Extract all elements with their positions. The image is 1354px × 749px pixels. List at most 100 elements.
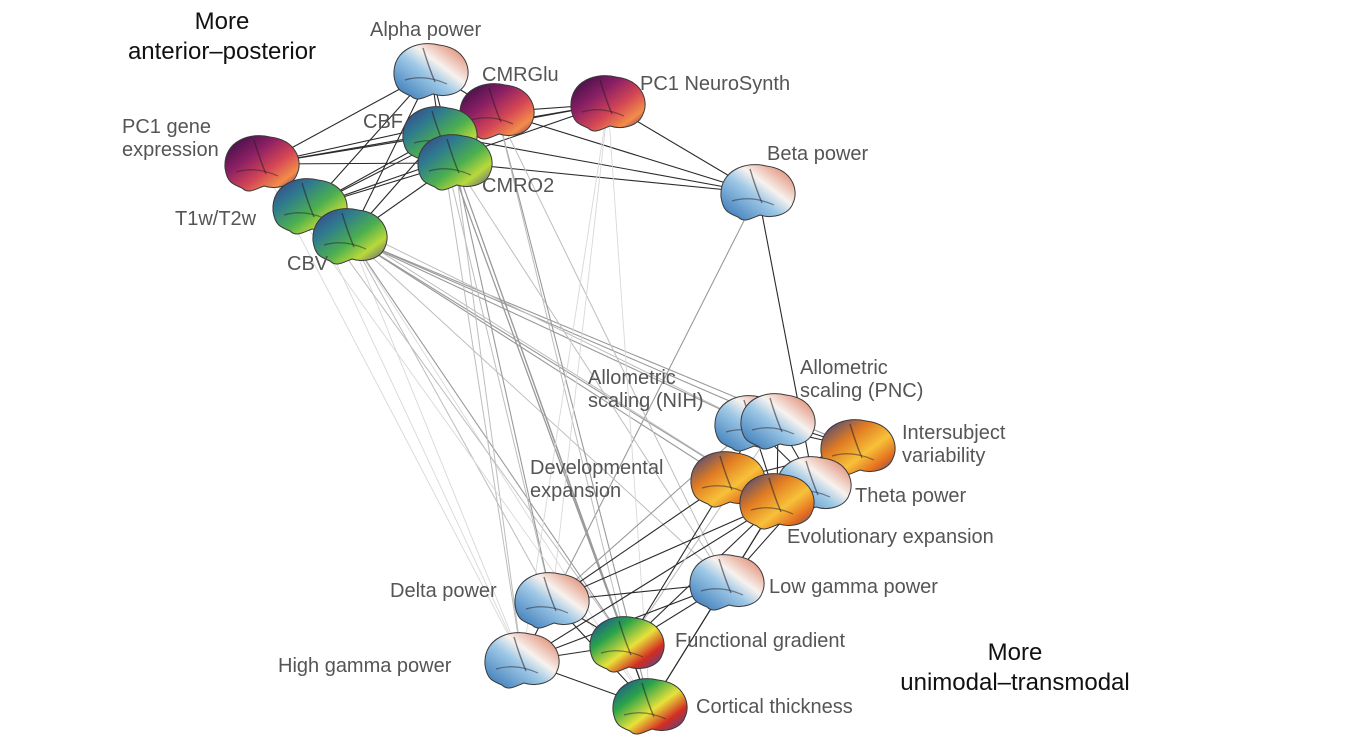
node-label-theta: Theta power xyxy=(855,485,966,508)
anterior-posterior-line2: anterior–posterior xyxy=(127,38,317,65)
edge-cmro2-cortthk xyxy=(454,162,651,708)
brain-surface-icon xyxy=(720,164,796,221)
node-label-higam: High gamma power xyxy=(278,655,451,678)
brain-surface-icon xyxy=(393,43,469,100)
edge-cbf-higam xyxy=(439,134,523,662)
nodes-layer xyxy=(224,43,896,735)
sylvian-fissure-mark xyxy=(700,588,744,596)
edge-cbv-devexp xyxy=(349,236,729,481)
node-label-line: CBF xyxy=(363,111,403,133)
node-label-line: CMRO2 xyxy=(482,175,555,197)
edge-cbf-delta xyxy=(439,134,553,602)
edge-cmro2-lowgam xyxy=(454,162,728,584)
edge-cbv-allopnc xyxy=(349,236,779,423)
node-label-pc1ns: PC1 NeuroSynth xyxy=(640,73,790,96)
sylvian-fissure-mark xyxy=(751,427,795,435)
sylvian-fissure-mark xyxy=(623,712,667,720)
edge-devexp-funcgrad xyxy=(626,479,729,646)
node-label-line: Functional gradient xyxy=(675,630,846,652)
node-label-cmro2: CMRO2 xyxy=(482,175,554,198)
node-label-delta: Delta power xyxy=(390,580,497,603)
edge-cbv-delta xyxy=(349,236,553,602)
brain-surface-icon xyxy=(740,393,816,450)
node-label-alpha: Alpha power xyxy=(370,19,481,42)
node-label-line: High gamma power xyxy=(278,655,452,677)
sylvian-fissure-mark xyxy=(701,485,745,493)
edge-cbv-allonih xyxy=(349,236,753,425)
node-label-lowgam: Low gamma power xyxy=(769,576,938,599)
node-label-line: T1w/T2w xyxy=(175,208,257,230)
unimodal-transmodal-line2: unimodal–transmodal xyxy=(900,669,1130,696)
sylvian-fissure-mark xyxy=(600,650,644,658)
brain-surface-icon xyxy=(484,632,560,689)
sylvian-fissure-mark xyxy=(495,666,539,674)
brain-surface-icon xyxy=(589,616,665,673)
edge-cmro2-beta xyxy=(454,162,759,194)
node-label-cbv: CBV xyxy=(287,253,328,276)
edge-pc1gene-higam xyxy=(261,163,523,662)
sylvian-fissure-mark xyxy=(525,606,569,614)
node-label-evoexp: Evolutionary expansion xyxy=(787,526,994,549)
brain-surface-icon xyxy=(612,678,688,735)
edge-pc1ns-cortthk xyxy=(607,103,651,708)
brain-surface-icon xyxy=(739,473,815,530)
node-label-line: Delta power xyxy=(390,580,497,602)
edge-cmro2-delta xyxy=(454,162,553,602)
node-label-line: Low gamma power xyxy=(769,576,938,598)
unimodal-transmodal-axis-label: More unimodal–transmodal xyxy=(880,638,1150,698)
edge-evoexp-higam xyxy=(521,501,778,662)
node-label-line: CBV xyxy=(287,253,329,275)
node-label-line: Evolutionary expansion xyxy=(787,526,994,548)
node-label-line: PC1 gene xyxy=(122,116,211,138)
edge-cmro2-higam xyxy=(454,162,523,662)
node-label-line: Intersubject xyxy=(902,422,1006,444)
sylvian-fissure-mark xyxy=(581,109,625,117)
node-label-line: variability xyxy=(902,445,986,467)
node-label-cbf: CBF xyxy=(363,111,403,134)
node-label-cortthk: Cortical thickness xyxy=(696,696,853,719)
edge-t1t2-funcgrad xyxy=(309,206,628,646)
brain-surface-icon xyxy=(417,134,493,191)
node-label-line: Allometric xyxy=(588,367,676,389)
node-label-line: Allometric xyxy=(800,357,888,379)
brain-surface-icon xyxy=(514,572,590,629)
brain-surface-icon xyxy=(312,208,388,265)
node-label-line: scaling (NIH) xyxy=(588,390,704,412)
node-label-line: Theta power xyxy=(855,485,967,507)
node-label-line: PC1 NeuroSynth xyxy=(640,73,791,95)
edge-evoexp-delta xyxy=(551,501,778,602)
edge-cbv-lowgam xyxy=(349,236,728,584)
sylvian-fissure-mark xyxy=(404,77,448,85)
edge-cmrglu-beta xyxy=(496,111,759,194)
brain-surface-icon xyxy=(570,75,646,132)
edge-cbv-funcgrad xyxy=(349,236,628,646)
node-label-cmrglu: CMRGlu xyxy=(482,64,559,87)
node-label-t1t2: T1w/T2w xyxy=(175,208,256,231)
edge-cbv-higam xyxy=(349,236,523,662)
brain-surface-icon xyxy=(224,135,300,192)
node-label-line: Developmental xyxy=(530,457,664,479)
anterior-posterior-axis-label: More anterior–posterior xyxy=(112,7,332,67)
node-label-line: expression xyxy=(122,139,219,161)
edge-t1t2-higam xyxy=(309,206,523,662)
edge-pc1ns-delta xyxy=(551,103,609,602)
node-label-line: expansion xyxy=(530,480,622,502)
brain-surface-icon xyxy=(689,554,765,611)
anterior-posterior-line1: More xyxy=(194,8,250,35)
node-label-line: Cortical thickness xyxy=(696,696,853,718)
node-label-beta: Beta power xyxy=(767,143,868,166)
node-label-line: Beta power xyxy=(767,143,869,165)
sylvian-fissure-mark xyxy=(235,169,279,177)
sylvian-fissure-mark xyxy=(831,453,875,461)
edge-t1t2-evoexp xyxy=(309,206,778,503)
sylvian-fissure-mark xyxy=(470,117,514,125)
sylvian-fissure-mark xyxy=(731,198,775,206)
sylvian-fissure-mark xyxy=(428,168,472,176)
node-label-line: CMRGlu xyxy=(482,64,559,86)
